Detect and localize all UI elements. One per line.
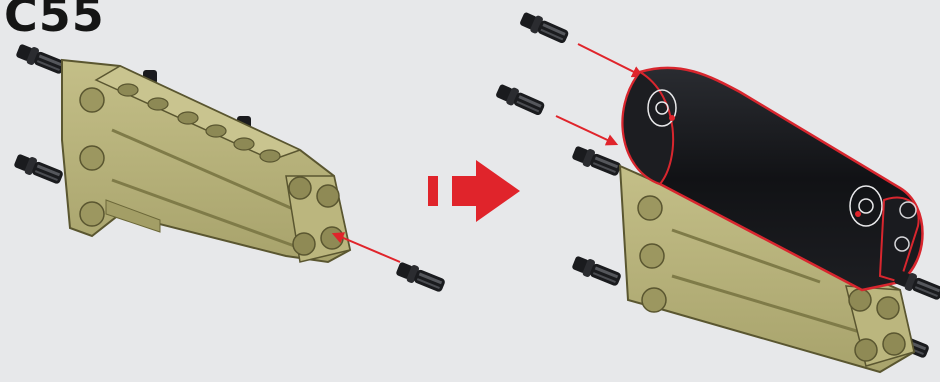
- axle-pin: [494, 10, 570, 118]
- step-arrow-icon: [428, 160, 520, 222]
- tan-wing-panel-left: [13, 42, 350, 262]
- insert-arrow: [578, 44, 642, 76]
- insert-arrow: [556, 116, 616, 144]
- axle-pin: [395, 260, 447, 295]
